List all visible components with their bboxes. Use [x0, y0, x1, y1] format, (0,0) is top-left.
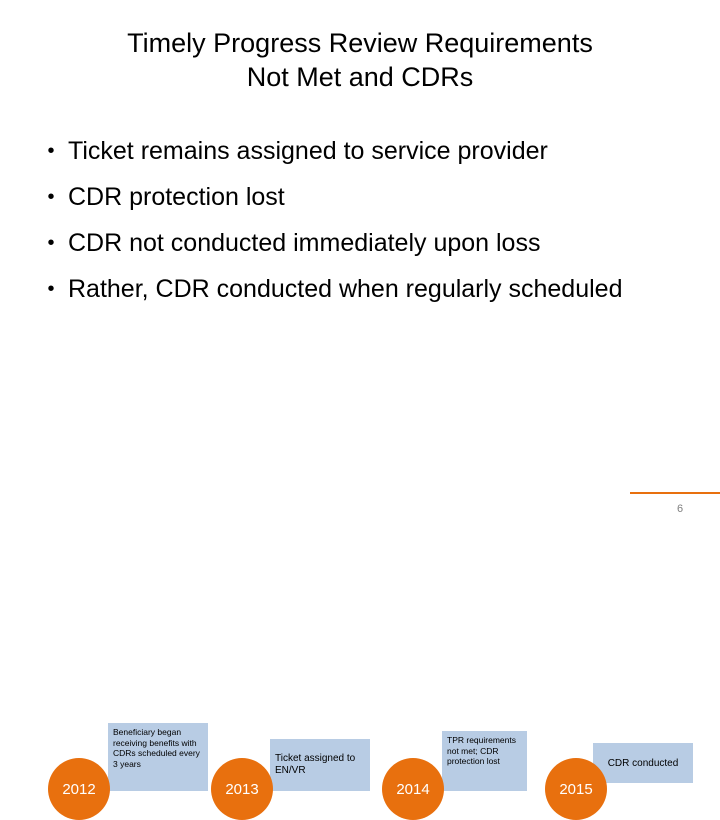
- list-item-text: Rather, CDR conducted when regularly sch…: [68, 275, 623, 303]
- bullet-marker-icon: •: [47, 232, 55, 254]
- list-item-text: CDR not conducted immediately upon loss: [68, 229, 541, 257]
- timeline-year-2013: 2013: [211, 758, 273, 820]
- list-item: • Ticket remains assigned to service pro…: [34, 128, 684, 174]
- timeline-year-2015: 2015: [545, 758, 607, 820]
- list-item: • CDR not conducted immediately upon los…: [34, 220, 684, 266]
- timeline-note-2012: Beneficiary began receiving benefits wit…: [108, 723, 208, 791]
- bullet-list: • Ticket remains assigned to service pro…: [34, 128, 684, 312]
- timeline-note-2013: Ticket assigned to EN/VR: [270, 739, 370, 791]
- timeline-note-2014: TPR requirements not met; CDR protection…: [442, 731, 527, 791]
- slide: Timely Progress Review Requirements Not …: [0, 26, 720, 820]
- list-item-text: Ticket remains assigned to service provi…: [68, 137, 548, 165]
- list-item-text: CDR protection lost: [68, 183, 285, 211]
- timeline-note-2015: CDR conducted: [593, 743, 693, 783]
- footer-divider: [630, 492, 720, 494]
- page-title: Timely Progress Review Requirements Not …: [30, 26, 690, 94]
- timeline-graphic: Beneficiary began receiving benefits wit…: [0, 358, 720, 820]
- bullet-marker-icon: •: [47, 278, 55, 300]
- bullet-marker-icon: •: [47, 186, 55, 208]
- list-item: • CDR protection lost: [34, 174, 684, 220]
- page-title-line-1: Timely Progress Review Requirements: [127, 28, 593, 58]
- timeline-year-2012: 2012: [48, 758, 110, 820]
- list-item: • Rather, CDR conducted when regularly s…: [34, 266, 684, 312]
- timeline-year-2014: 2014: [382, 758, 444, 820]
- page-number: 6: [676, 503, 684, 515]
- bullet-marker-icon: •: [47, 140, 55, 162]
- page-title-line-2: Not Met and CDRs: [246, 62, 474, 92]
